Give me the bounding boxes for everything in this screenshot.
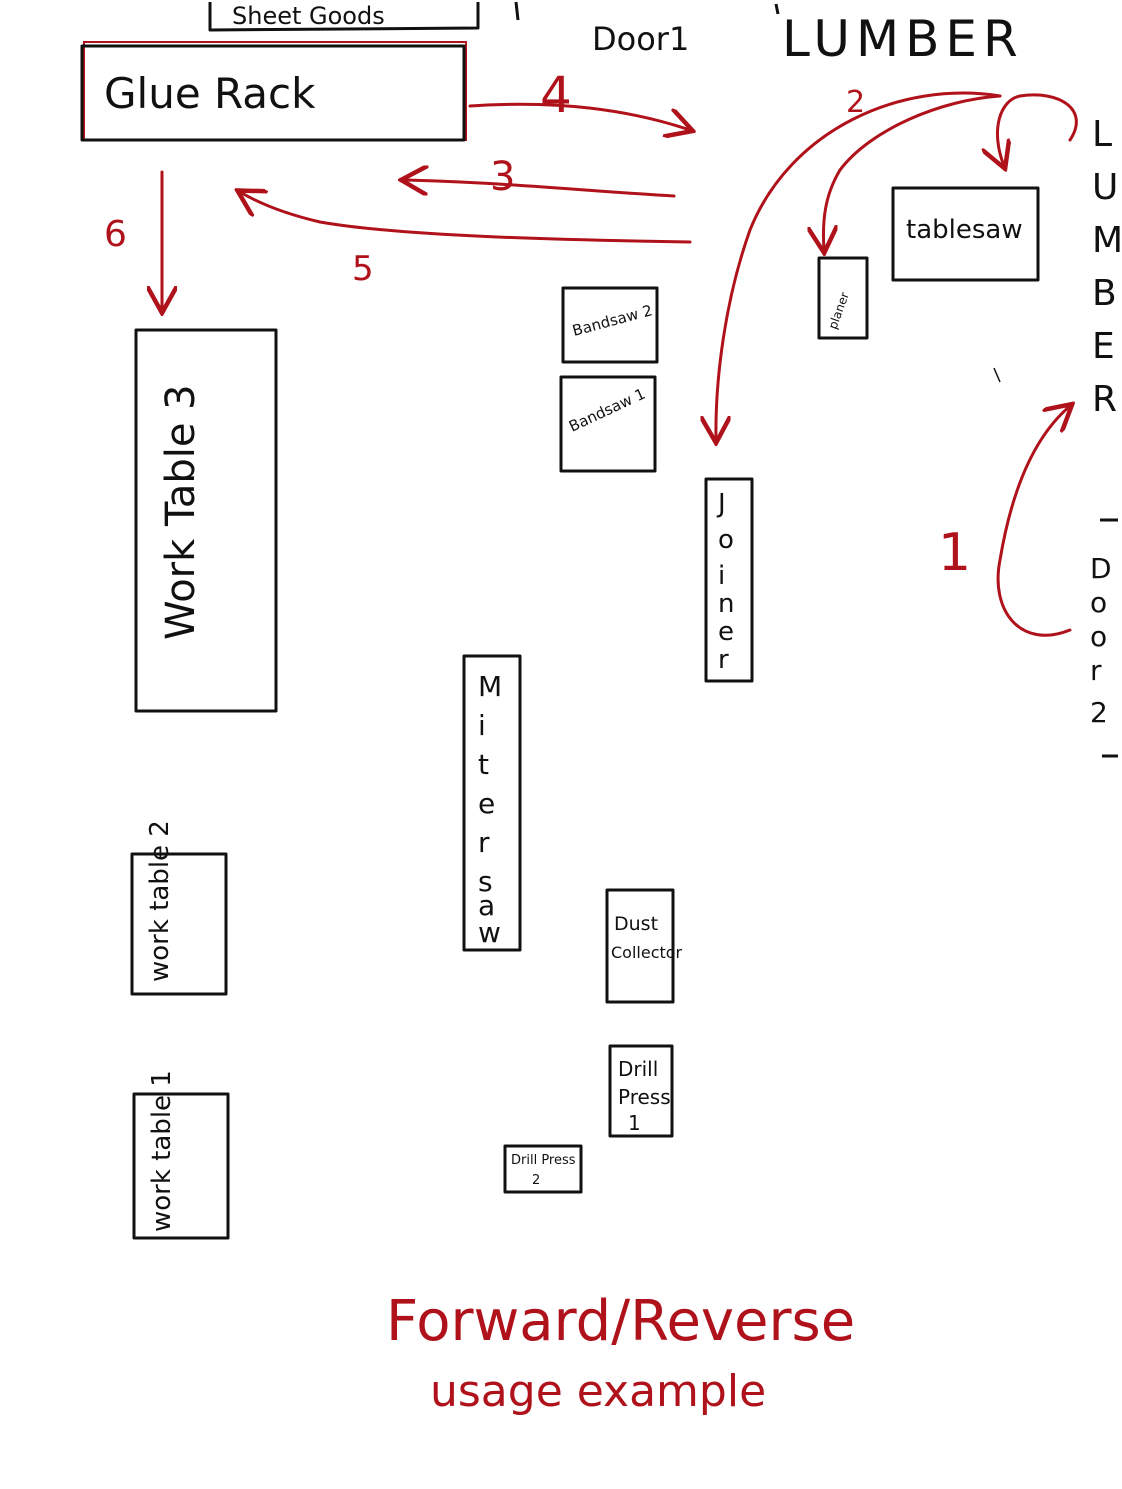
drill-press-2-word: Drill Press <box>511 1153 576 1168</box>
planer-label: planer <box>826 290 852 331</box>
route-number-6: 6 <box>104 214 127 255</box>
door2-letter: o <box>1090 620 1107 653</box>
miter-saw-letter: t <box>478 748 489 781</box>
lumber-side-letter: L <box>1092 114 1112 155</box>
joiner-letter: o <box>718 525 734 555</box>
joiner-letter: i <box>718 561 725 591</box>
dust-collector-word: Dust <box>614 913 658 935</box>
drill-press-1-word: Press <box>618 1085 671 1109</box>
work-table-2: work table 2 <box>130 820 228 996</box>
caption-line-1: Forward/Reverse <box>386 1289 855 1354</box>
joiner-letter: r <box>718 645 729 675</box>
route-arrow-4 <box>468 102 690 130</box>
door2-label: D o o r 2 <box>1090 552 1112 729</box>
route-arrow-2b <box>823 94 1002 250</box>
drill-press-1-word: 1 <box>628 1111 641 1135</box>
route-number-2: 2 <box>846 85 865 120</box>
sheet-goods-label: Sheet Goods <box>232 2 385 30</box>
door1-label: Door1 <box>592 20 689 58</box>
work-table-2-label: work table 2 <box>145 820 175 982</box>
door2-letter: D <box>1090 552 1112 585</box>
route-arrow-5 <box>240 192 692 244</box>
lumber-side-letter: R <box>1092 379 1117 420</box>
stray-mark <box>993 367 1001 383</box>
bandsaw-2: Bandsaw 2 <box>561 286 659 364</box>
joiner-letter: n <box>718 589 734 619</box>
lumber-side-letter: M <box>1092 220 1122 261</box>
lumber-side-label: L U M B E R <box>1092 114 1122 420</box>
door2-letter: 2 <box>1090 696 1108 729</box>
glue-rack-label: Glue Rack <box>104 69 316 118</box>
drill-press-2-word: 2 <box>532 1173 540 1188</box>
work-table-3: Work Table 3 <box>134 328 278 713</box>
miter-saw-letter: i <box>478 709 486 742</box>
wall-tick <box>774 3 780 15</box>
door2-letter: o <box>1090 586 1107 619</box>
route-arrow-1 <box>996 406 1070 637</box>
wall-tick <box>514 1 520 21</box>
lumber-side-letter: B <box>1092 273 1117 314</box>
work-table-1: work table 1 <box>132 1070 230 1240</box>
drill-press-1: Drill Press 1 <box>608 1044 674 1138</box>
sheet-goods-rack: Sheet Goods <box>208 2 480 32</box>
route-arrow-2a <box>997 93 1078 166</box>
dust-collector-word: Collector <box>611 943 683 962</box>
route-number-1: 1 <box>938 523 971 583</box>
lumber-side-letter: U <box>1092 167 1118 208</box>
miter-saw-letter: e <box>478 787 495 820</box>
miter-saw: M i t e r s a w <box>462 654 522 952</box>
miter-saw-letter: a <box>478 889 495 922</box>
route-number-3: 3 <box>490 154 515 200</box>
miter-saw-letter: r <box>478 826 490 859</box>
joiner: J o i n e r <box>704 477 754 683</box>
joiner-letter: e <box>718 617 734 647</box>
drill-press-2: Drill Press 2 <box>503 1144 583 1194</box>
route-number-5: 5 <box>352 249 374 289</box>
caption-line-2: usage example <box>430 1366 766 1417</box>
planer: planer <box>817 256 869 340</box>
miter-saw-letter: M <box>478 670 502 703</box>
door2-letter: r <box>1090 654 1102 687</box>
bandsaw-1-label: Bandsaw 1 <box>566 385 648 436</box>
route-number-4: 4 <box>540 66 572 124</box>
tablesaw: tablesaw <box>891 186 1040 282</box>
work-table-1-label: work table 1 <box>147 1070 177 1232</box>
dust-collector: Dust Collector <box>605 888 683 1004</box>
tablesaw-label: tablesaw <box>906 215 1023 245</box>
bandsaw-1: Bandsaw 1 <box>559 375 657 473</box>
miter-saw-letter: w <box>478 916 501 949</box>
lumber-top-label: LUMBER <box>782 10 1024 68</box>
joiner-letter: J <box>716 489 726 519</box>
bandsaw-2-label: Bandsaw 2 <box>570 301 654 340</box>
route-arrow-2c <box>716 91 1002 440</box>
glue-rack: Glue Rack <box>80 41 467 142</box>
miter-saw-letter: s <box>478 865 493 898</box>
drill-press-1-word: Drill <box>618 1057 658 1081</box>
route-arrow-3 <box>404 180 676 198</box>
work-table-3-label: Work Table 3 <box>158 384 204 640</box>
lumber-side-letter: E <box>1092 326 1115 367</box>
